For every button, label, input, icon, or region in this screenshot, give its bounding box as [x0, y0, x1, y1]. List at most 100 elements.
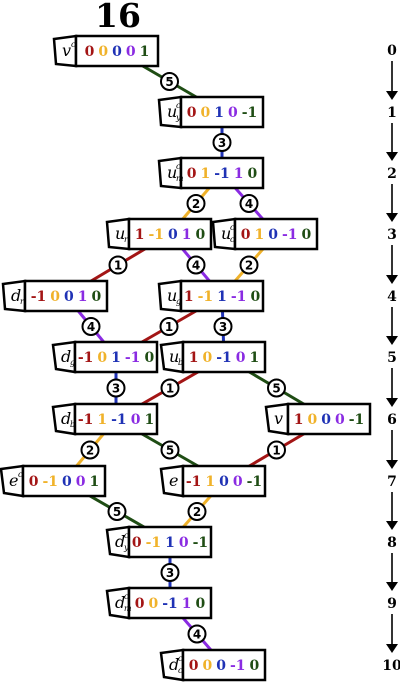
node-vector-digit: 0 — [64, 289, 74, 305]
edge-label-ub-v: 5 — [267, 378, 286, 398]
node-label: u — [167, 286, 177, 305]
node-vector-digit: 0 — [29, 474, 39, 490]
diagram-title: 16 — [95, 0, 141, 35]
node-box — [73, 340, 159, 374]
node-vector-digit: 1 — [205, 474, 215, 490]
edge-label-ub-db: 1 — [160, 378, 180, 398]
edge-label-vc-uyc: 5 — [160, 72, 179, 91]
edge-label-ur-ug: 4 — [186, 255, 206, 275]
node-box — [233, 217, 319, 251]
node-label-superscript: c — [176, 101, 181, 110]
node-vector-digit: -1 — [42, 474, 58, 490]
node-label: v — [62, 41, 71, 60]
edge-label-text: 4 — [193, 628, 201, 642]
edge-label-text: 2 — [192, 197, 200, 211]
node-box — [181, 648, 267, 682]
level-arrowhead — [386, 213, 398, 222]
edge-label-circle — [212, 133, 232, 152]
node-box — [73, 402, 159, 436]
edge-label-db-e: 5 — [160, 440, 180, 460]
node-vector-digit: 1 — [182, 596, 192, 612]
level-label: 0 — [387, 43, 397, 59]
node-label-superscript: c — [124, 592, 129, 601]
node-box — [127, 586, 213, 620]
edge-label-circle — [160, 563, 180, 582]
node-label-superscript: c — [178, 654, 183, 663]
edge-label-circle — [160, 378, 180, 398]
node-label: u — [167, 102, 177, 121]
node-label-superscript: c — [176, 162, 181, 171]
node-vector-digit: -1 — [349, 412, 365, 428]
edge-label-v-e: 1 — [267, 440, 286, 460]
node-vector-digit: 0 — [321, 412, 331, 428]
node-vector-digit: -1 — [242, 105, 258, 121]
node-label-subscript: b — [70, 420, 75, 429]
level-arrowhead — [386, 398, 398, 407]
node-vector-digit: 0 — [335, 412, 345, 428]
node-vector-digit: 0 — [250, 658, 260, 674]
edge-label-text: 4 — [192, 259, 200, 273]
node-box — [179, 279, 265, 313]
node-vector-digit: 1 — [78, 289, 88, 305]
node-vector-digit: 0 — [112, 44, 122, 60]
node-vector-digit: 0 — [248, 166, 258, 182]
node-vector-digit: -1 — [231, 289, 247, 305]
node-vector-digit: 0 — [85, 44, 95, 60]
level-arrowhead — [386, 275, 398, 284]
edge-label-dg-db: 3 — [106, 378, 126, 398]
node-label: u — [167, 163, 177, 182]
edge-label-text: 3 — [112, 382, 120, 396]
edge-label-text: 5 — [113, 505, 121, 519]
node-label: e — [169, 471, 178, 490]
edge-label-circle — [267, 440, 286, 460]
node-vector-digit: 1 — [165, 535, 175, 551]
node-vector-digit: -1 — [78, 412, 94, 428]
node-label: d — [115, 593, 125, 612]
level-label: 2 — [387, 166, 397, 182]
edge-label-text: 4 — [87, 320, 95, 334]
node-label: v — [274, 409, 283, 428]
level-arrowhead — [386, 460, 398, 469]
level-label: 8 — [387, 535, 397, 551]
node-vector-digit: 0 — [97, 350, 107, 366]
node-label-subscript: m — [176, 174, 184, 183]
node-label-superscript: c — [230, 223, 235, 232]
node-vector-digit: 1 — [135, 227, 145, 243]
edge-label-circle — [186, 194, 206, 213]
edge-label-circle — [239, 194, 259, 213]
edge-label-dmc-dcc: 4 — [187, 624, 207, 644]
edge-label-text: 2 — [193, 505, 201, 519]
edge-label-circle — [160, 440, 180, 460]
node-vector-digit: 1 — [254, 227, 264, 243]
node-vector-digit: 0 — [233, 474, 243, 490]
node-label-subscript: y — [123, 543, 129, 552]
node-vector-digit: 0 — [216, 658, 226, 674]
edge-label-dr-dg: 4 — [81, 317, 101, 336]
level-arrowhead — [386, 91, 398, 100]
level-arrowhead — [386, 336, 398, 345]
node-vector-digit: -1 — [216, 350, 232, 366]
node-label-superscript: c — [124, 531, 129, 540]
node-label-subscript: c — [230, 235, 235, 244]
edge-label-text: 1 — [165, 320, 173, 334]
level-label: 6 — [387, 412, 397, 428]
node-vector-digit: -1 — [162, 596, 178, 612]
node-vector-digit: 1 — [144, 412, 154, 428]
edge-label-umc-ucc: 4 — [239, 194, 259, 213]
node-label-subscript: y — [175, 113, 181, 122]
edge-label-text: 2 — [86, 444, 94, 458]
node-vector-digit: 0 — [189, 658, 199, 674]
